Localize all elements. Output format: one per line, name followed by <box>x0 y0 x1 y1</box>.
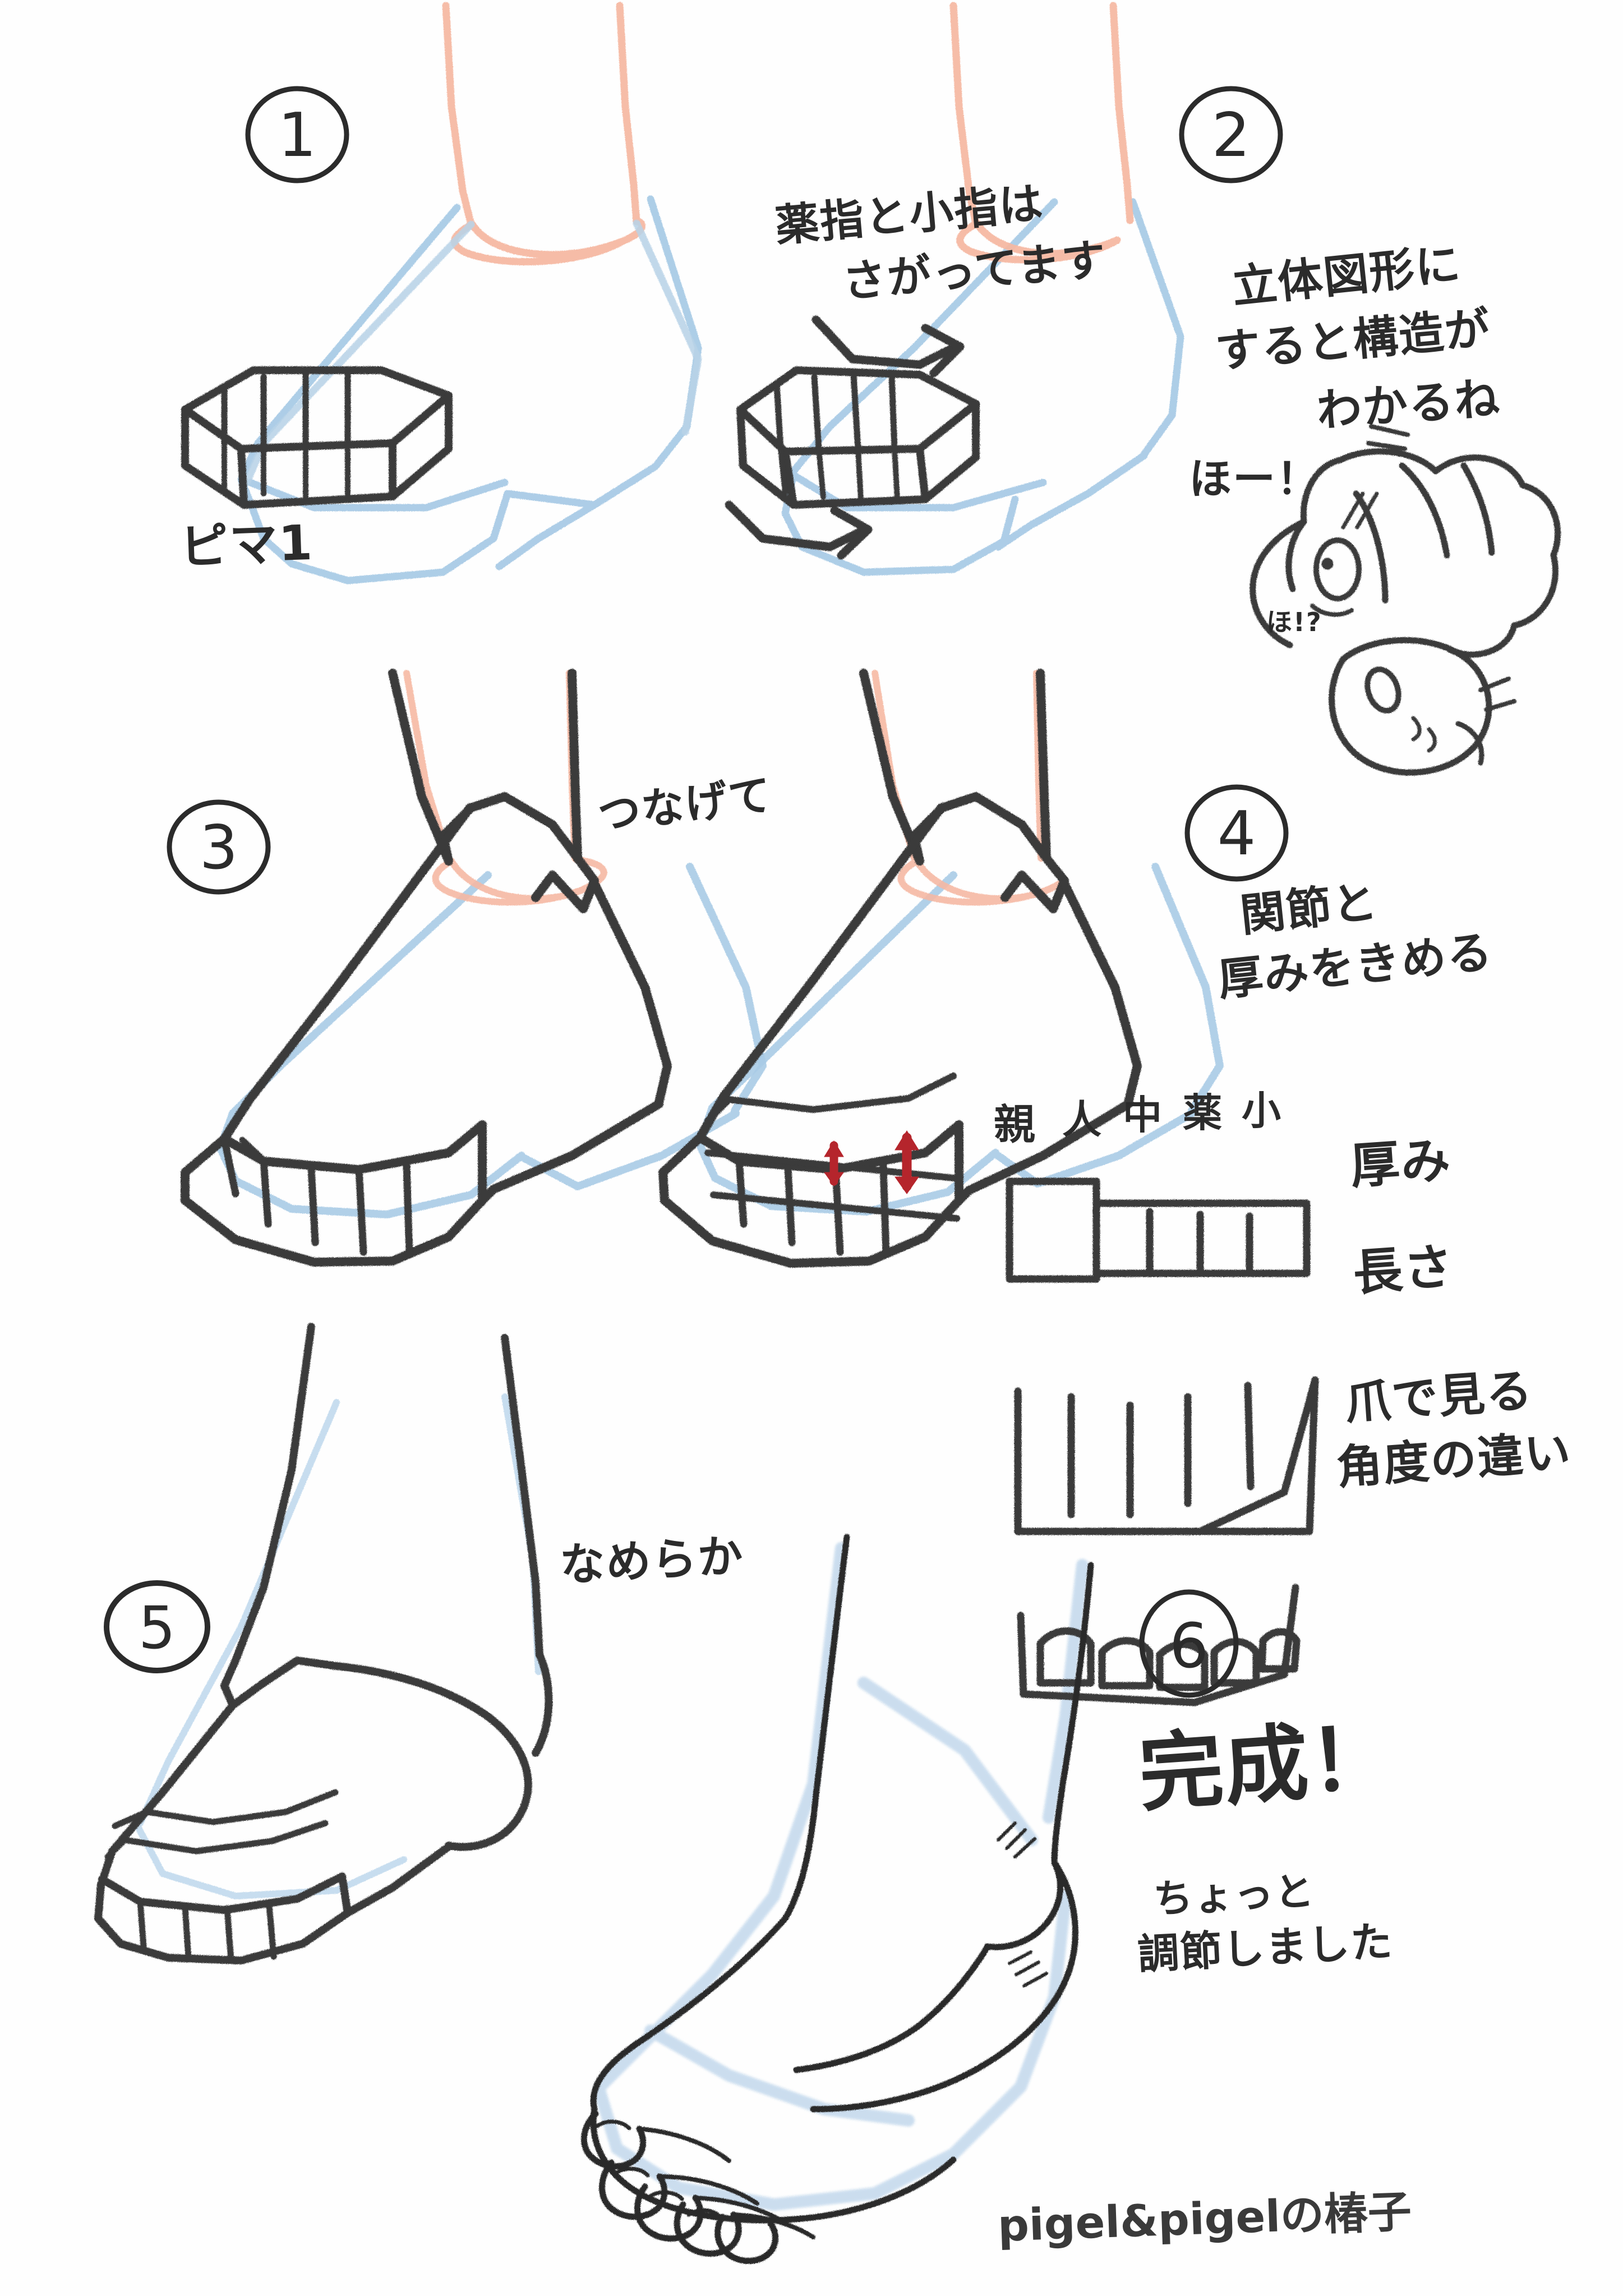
toe-length-diagram <box>1014 1376 1319 1535</box>
step2-caption-line1: 薬指と小指は <box>773 178 1046 251</box>
artist-signature: pigel&pigelの椿子 <box>997 2187 1413 2252</box>
chart-row-label-nail-angle-line2: 角度の違い <box>1335 1425 1574 1495</box>
chart-row-label-thickness: 厚み <box>1348 1131 1453 1195</box>
step2-rotation-arrows <box>725 315 965 560</box>
step-marker-6: 6 <box>1139 1589 1239 1698</box>
solid-figure-note-line3: わかるね <box>1315 372 1502 437</box>
solid-figure-note-line2: すると構造が <box>1214 302 1493 378</box>
step3-foot-drawing <box>181 669 672 1267</box>
step5-foot-drawing <box>94 1323 553 1964</box>
step1-caption: ピマ1 <box>179 515 314 576</box>
thickness-arrows-red <box>824 1130 919 1194</box>
step-marker-5-label: 5 <box>139 1594 176 1662</box>
step6-caption-line1: ちょっと <box>1152 1868 1316 1922</box>
toe-label-index: 人 <box>1062 1097 1103 1143</box>
step5-caption: なめらか <box>559 1530 745 1591</box>
character-doodle <box>1249 424 1561 776</box>
step1-toe-block <box>181 366 453 509</box>
step-marker-4: 4 <box>1184 784 1289 882</box>
toe-thickness-diagram <box>1006 1177 1311 1283</box>
toe-label-middle: 中 <box>1123 1092 1163 1138</box>
step-marker-1-label: 1 <box>278 100 317 171</box>
step4-foot-drawing <box>658 669 1142 1268</box>
chart-row-label-nail-angle-line1: 爪で見る <box>1343 1364 1535 1430</box>
step-marker-5: 5 <box>104 1580 210 1673</box>
step-marker-6-label: 6 <box>1169 1610 1209 1682</box>
chart-row-label-length: 長さ <box>1351 1237 1456 1302</box>
step6-headline: 完成！ <box>1136 1709 1398 1824</box>
step-marker-2: 2 <box>1179 86 1283 183</box>
peach-ankle-guides-2 <box>949 2 1134 264</box>
step2-toe-block <box>736 366 980 509</box>
toe-label-thumb: 親 <box>994 1101 1036 1149</box>
step-marker-3: 3 <box>167 799 271 895</box>
step-marker-3-label: 3 <box>200 813 238 883</box>
step2-caption-line2: さがってます <box>841 234 1109 308</box>
toe-nail-angle-diagram <box>1017 1584 1301 1706</box>
step6-caption-line2: 調節しました <box>1136 1917 1394 1979</box>
step4-caption-line1: 関節と <box>1238 876 1380 942</box>
toe-label-ring: 薬 <box>1183 1090 1223 1136</box>
step-marker-4-label: 4 <box>1218 799 1256 869</box>
step-marker-1: 1 <box>245 86 349 183</box>
character-voice-big: ほー！ <box>1189 454 1320 504</box>
step6-finished-foot <box>580 1534 1094 2264</box>
toe-label-little: 小 <box>1242 1088 1282 1134</box>
character-voice-small: ほ!? <box>1266 607 1322 637</box>
step3-caption: つなげて <box>595 770 775 840</box>
step-marker-2-label: 2 <box>1212 100 1251 171</box>
solid-figure-note-line1: 立体図形に <box>1229 238 1463 314</box>
